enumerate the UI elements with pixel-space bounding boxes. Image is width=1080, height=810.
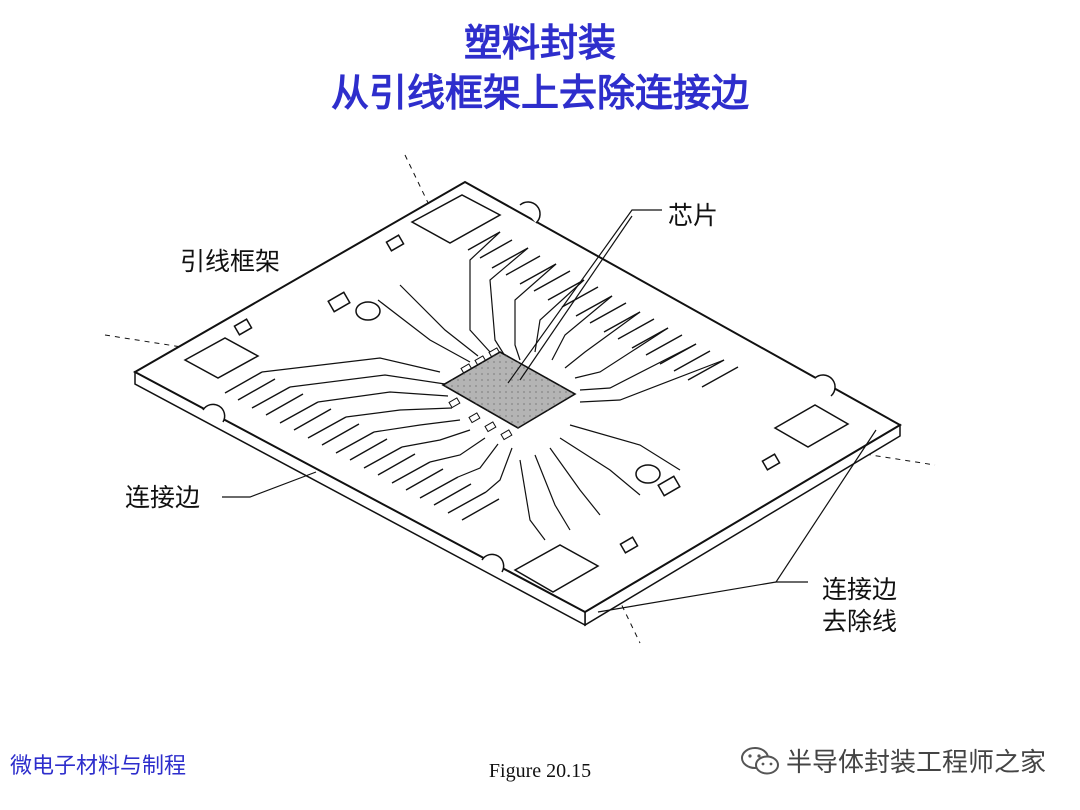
label-removal-line-2: 去除线 bbox=[822, 607, 898, 636]
watermark: 半导体封装工程师之家 bbox=[740, 742, 1046, 779]
inner-leads bbox=[261, 231, 725, 541]
leader-connecting-bar bbox=[222, 471, 317, 498]
label-removal-line-1: 连接边 bbox=[822, 575, 898, 604]
slide-title-line1: 塑料封装 bbox=[463, 21, 616, 65]
leader-chip bbox=[507, 209, 662, 384]
label-lead-frame: 引线框架 bbox=[180, 247, 281, 276]
leader-lines bbox=[222, 209, 877, 613]
course-name: 微电子材料与制程 bbox=[10, 754, 187, 779]
figure-caption: Figure 20.15 bbox=[488, 760, 592, 782]
frame-round-holes bbox=[355, 301, 661, 484]
watermark-text: 半导体封装工程师之家 bbox=[785, 748, 1046, 778]
corner-windows bbox=[183, 194, 850, 593]
leads-left bbox=[224, 371, 500, 521]
rail-notches bbox=[202, 201, 836, 573]
label-chip: 芯片 bbox=[668, 201, 719, 230]
slide-title-line2: 从引线框架上去除连接边 bbox=[330, 71, 749, 115]
wechat-icon bbox=[740, 746, 779, 774]
chip-texture bbox=[443, 352, 575, 428]
label-connecting-bar: 连接边 bbox=[125, 483, 201, 512]
frame-small-holes bbox=[233, 234, 781, 554]
